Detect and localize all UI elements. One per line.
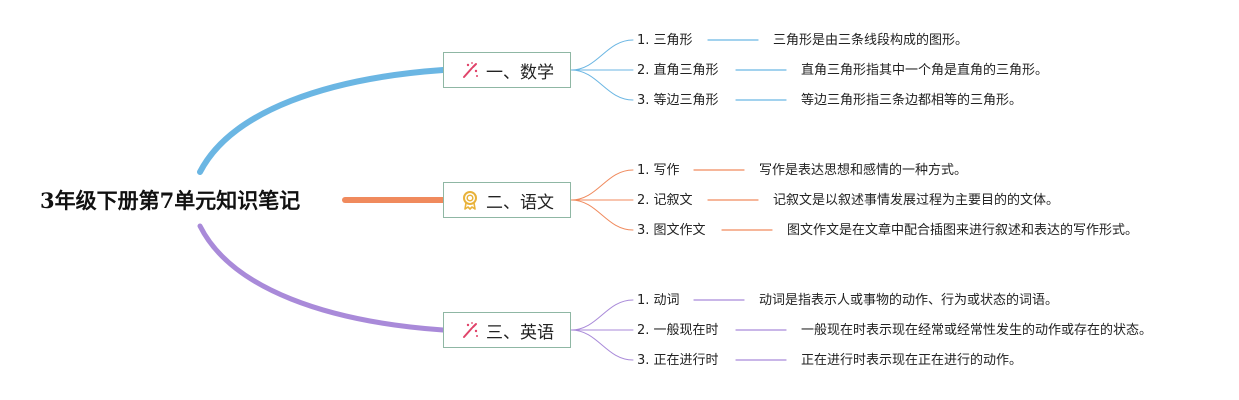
leaf-label[interactable]: 1. 写作 [637,163,680,178]
leaf-description[interactable]: 动词是指表示人或事物的动作、行为或状态的词语。 [759,293,1059,308]
branch-connector-math [197,67,446,175]
root-topic[interactable]: 3年级下册第7单元知识笔记 [40,188,301,213]
leaf-connector [570,299,634,331]
branch-english[interactable]: 三、英语 [443,312,571,348]
leaf-description[interactable]: 正在进行时表示现在正在进行的动作。 [801,353,1023,368]
branch-chinese[interactable]: 二、语文 [443,182,571,218]
leaf-description[interactable]: 三角形是由三条线段构成的图形。 [773,33,969,48]
leaf-label[interactable]: 3. 图文作文 [637,223,706,238]
branch-label: 三、英语 [486,322,554,343]
magic-wand-icon [463,322,478,338]
leaf-label[interactable]: 1. 三角形 [637,33,693,48]
branch-math[interactable]: 一、数学 [443,52,571,88]
leaf-label[interactable]: 2. 直角三角形 [637,63,719,78]
leaf-description[interactable]: 记叙文是以叙述事情发展过程为主要目的的文体。 [773,193,1060,208]
magic-wand-icon [463,62,478,78]
leaf-description[interactable]: 一般现在时表示现在经常或经常性发生的动作或存在的状态。 [801,323,1153,338]
leaf-label[interactable]: 2. 一般现在时 [637,323,719,338]
leaf-connector [570,69,634,101]
leaf-label[interactable]: 3. 等边三角形 [637,93,719,108]
leaf-label[interactable]: 3. 正在进行时 [637,353,719,368]
leaf-connector [570,169,634,201]
branch-label: 一、数学 [486,62,554,83]
leaf-connector [570,199,634,231]
leaf-label[interactable]: 1. 动词 [637,293,680,308]
award-ribbon-icon [463,191,477,210]
leaf-description[interactable]: 图文作文是在文章中配合插图来进行叙述和表达的写作形式。 [787,223,1139,238]
branch-label: 二、语文 [486,192,554,213]
leaf-label[interactable]: 2. 记叙文 [637,193,693,208]
branch-connector-english [197,223,446,333]
leaf-connector [570,329,634,361]
leaf-connector [570,39,634,71]
leaf-description[interactable]: 直角三角形指其中一个角是直角的三角形。 [801,63,1049,78]
leaf-description[interactable]: 等边三角形指三条边都相等的三角形。 [801,93,1023,108]
leaf-description[interactable]: 写作是表达思想和感情的一种方式。 [759,163,968,178]
